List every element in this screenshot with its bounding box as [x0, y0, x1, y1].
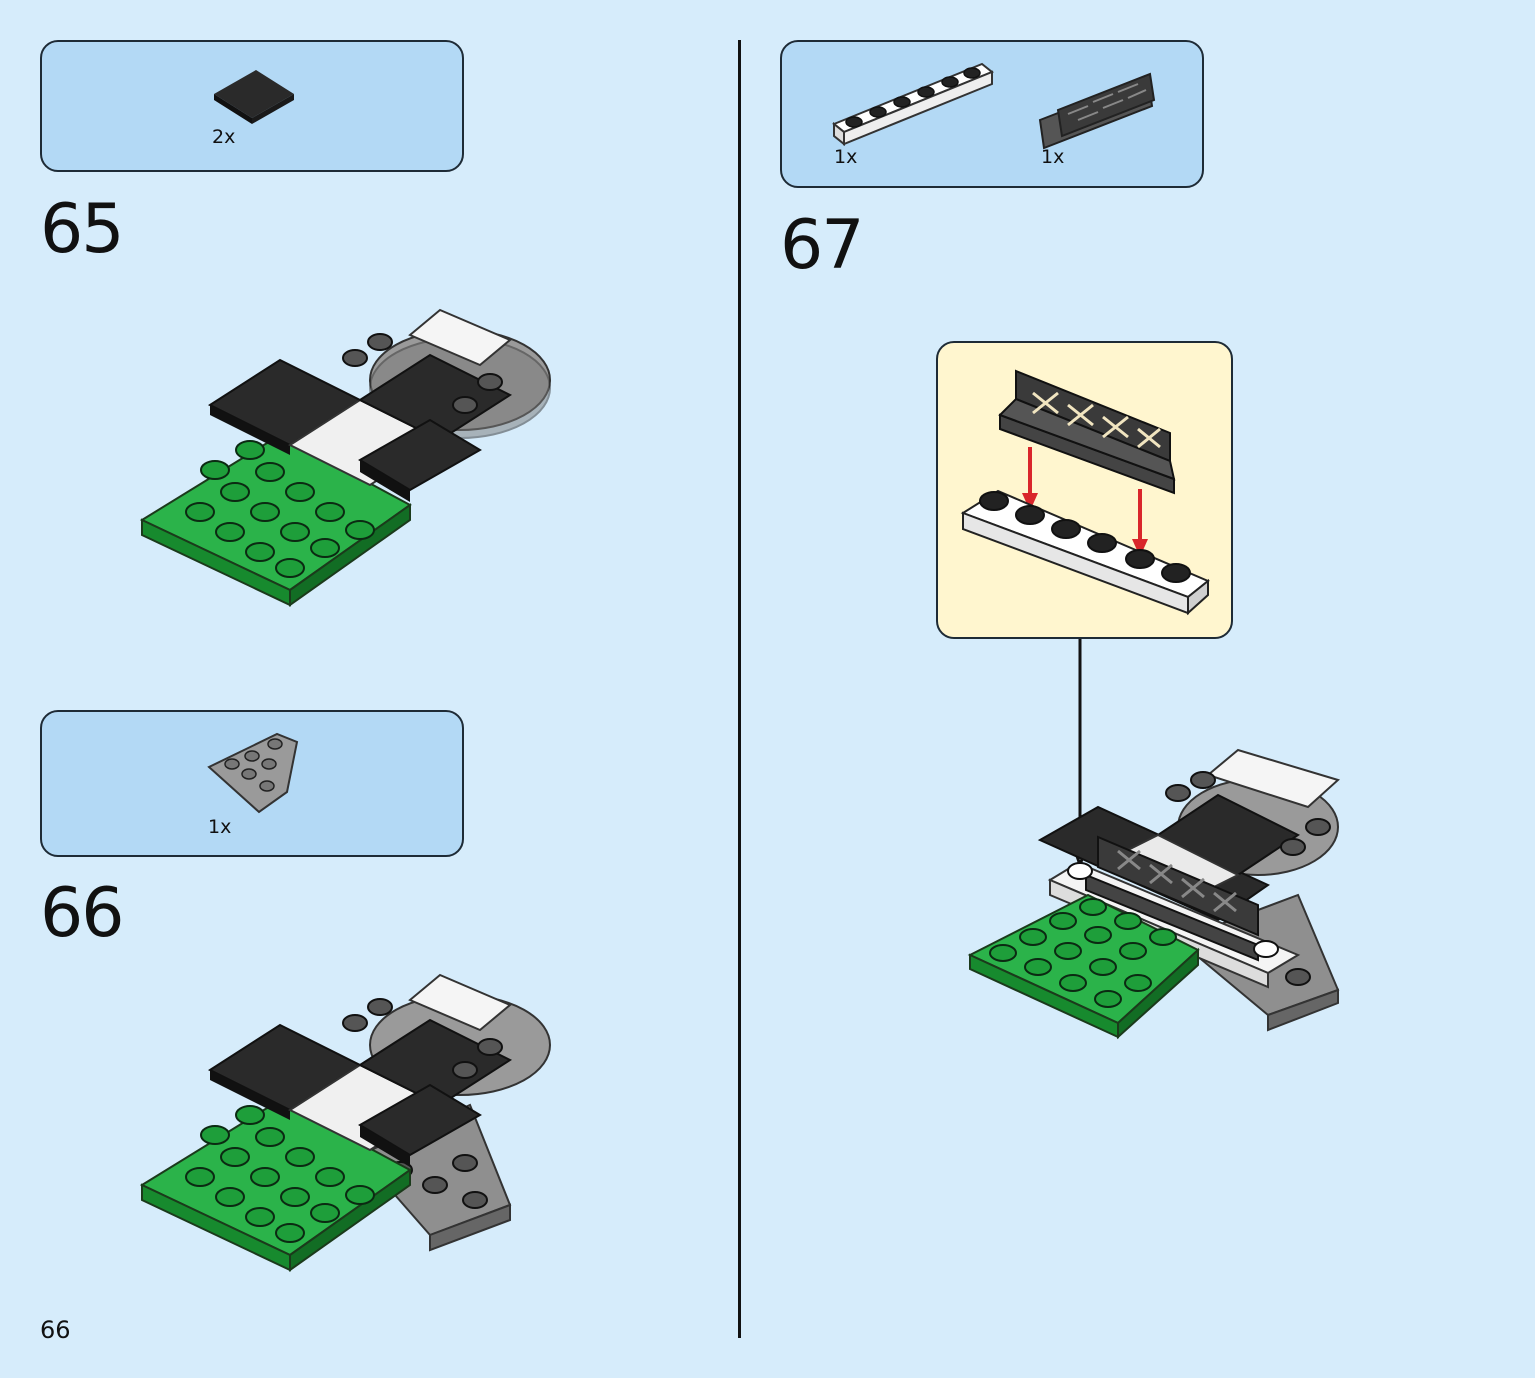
part-qty: 1x	[208, 816, 232, 838]
callout-assembly	[960, 369, 1210, 616]
step-65-model	[139, 308, 551, 607]
part-qty: 1x	[834, 146, 858, 168]
step-number: 65	[40, 190, 125, 269]
page-number: 66	[40, 1316, 71, 1344]
white-plate-icon	[832, 62, 994, 147]
step-number: 67	[780, 206, 865, 285]
step-67-model	[967, 748, 1340, 1040]
part-qty: 2x	[212, 126, 236, 148]
gray-wedge-plate-icon	[207, 732, 299, 814]
parts-box-step-66: 1x	[40, 710, 464, 857]
black-tile-icon	[214, 70, 294, 124]
step-number: 66	[40, 874, 125, 953]
page-divider	[738, 40, 741, 1338]
callout-box	[936, 341, 1233, 639]
parts-box-step-67: 1x 1x	[780, 40, 1204, 188]
fence-icon	[1038, 72, 1156, 150]
step-66-model	[139, 973, 551, 1272]
parts-box-step-65: 2x	[40, 40, 464, 172]
part-qty: 1x	[1041, 146, 1065, 168]
